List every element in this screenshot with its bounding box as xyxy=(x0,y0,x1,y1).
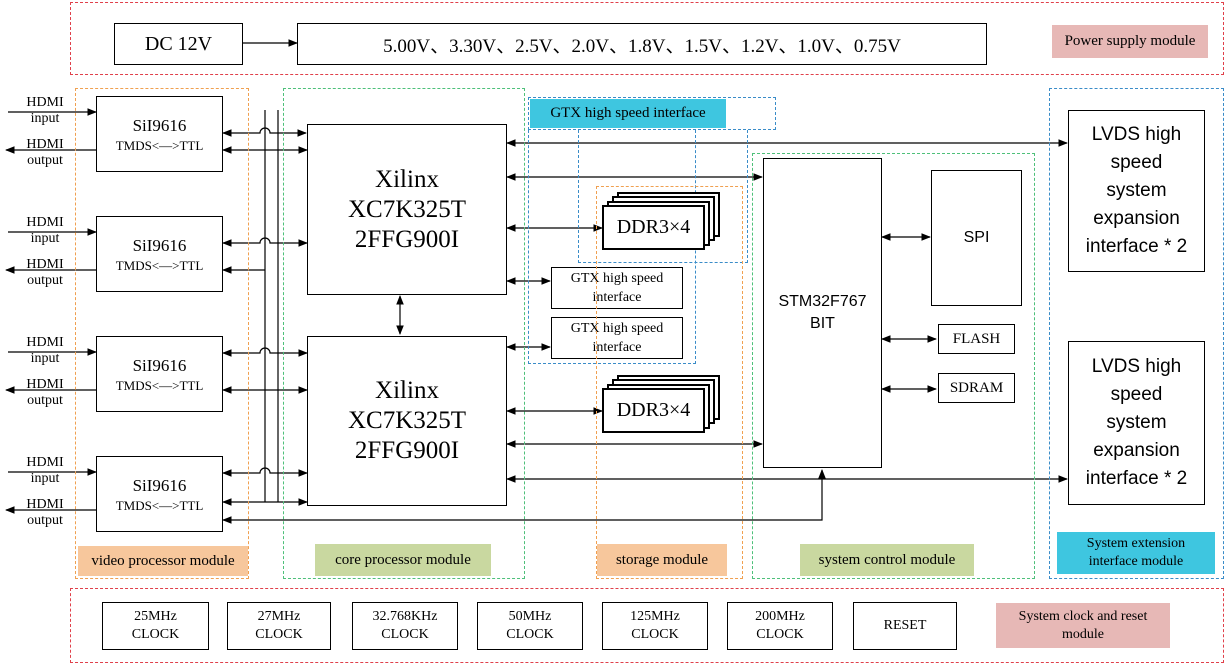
clock-27mhz: 27MHz CLOCK xyxy=(227,602,331,650)
power-supply-module xyxy=(70,2,1224,75)
fpga-chip-2: Xilinx XC7K325T 2FFG900I xyxy=(307,336,507,506)
voltage-outputs-label: 5.00V、3.30V、2.5V、2.0V、1.8V、1.5V、1.2V、1.0… xyxy=(383,35,901,57)
core-module-label: core processor module xyxy=(335,551,471,568)
mcu-label: STM32F767 BIT xyxy=(778,293,867,332)
clock-50mhz: 50MHz CLOCK xyxy=(477,602,583,650)
ddr3-front: DDR3×4 xyxy=(602,205,705,250)
mcu-chip: STM32F767 BIT xyxy=(763,158,882,468)
clock-125mhz: 125MHz CLOCK xyxy=(602,602,708,650)
hdmi-input-label-4: HDMI input xyxy=(26,455,64,486)
flash-box: FLASH xyxy=(938,324,1015,354)
power-module-label: Power supply module xyxy=(1064,33,1196,49)
sii9616-chip-3: SiI9616 TMDS<—>TTL xyxy=(96,336,223,412)
sii9616-sub: TMDS<—>TTL xyxy=(115,138,204,153)
clock-label: 50MHz CLOCK xyxy=(506,609,554,642)
core-processor-module xyxy=(283,88,525,579)
sii9616-chip-2: SiI9616 TMDS<—>TTL xyxy=(96,216,223,292)
gtx-interface-1: GTX high speed interface xyxy=(551,267,683,309)
system-extension-module xyxy=(1049,88,1224,579)
system-control-module xyxy=(752,153,1035,579)
gtx-region-1 xyxy=(578,130,748,263)
hdmi-input-label-1: HDMI input xyxy=(26,95,64,126)
gtx-header-tag: GTX high speed interface xyxy=(530,99,726,128)
clock-module-label: System clock and reset module xyxy=(1018,608,1148,642)
sii9616-sub: TMDS<—>TTL xyxy=(115,258,204,273)
clock-reset-module xyxy=(70,588,1224,663)
storage-module xyxy=(596,186,743,579)
clock-label: 125MHz CLOCK xyxy=(630,609,680,642)
hdmi-output-label-3: HDMI output xyxy=(26,377,64,408)
video-processor-module xyxy=(75,88,249,579)
sii9616-name: SiI9616 xyxy=(132,236,187,255)
ddr3-front: DDR3×4 xyxy=(602,388,705,433)
fpga-text: Xilinx XC7K325T 2FFG900I xyxy=(347,165,467,253)
voltage-outputs-box: 5.00V、3.30V、2.5V、2.0V、1.8V、1.5V、1.2V、1.0… xyxy=(297,23,987,65)
clock-module-tag: System clock and reset module xyxy=(996,603,1170,648)
clock-200mhz: 200MHz CLOCK xyxy=(727,602,833,650)
gtx-header-label: GTX high speed interface xyxy=(550,105,706,121)
clock-label: 25MHz CLOCK xyxy=(131,609,180,642)
spi-box: SPI xyxy=(931,170,1022,306)
dc-input-box: DC 12V xyxy=(114,23,243,65)
extension-module-label: System extension interface module xyxy=(1086,536,1186,569)
video-module-tag: video processor module xyxy=(78,546,248,576)
video-module-label: video processor module xyxy=(91,552,235,569)
ddr3-stack-1: DDR3×4 xyxy=(602,192,727,255)
core-module-tag: core processor module xyxy=(315,544,491,576)
flash-label: FLASH xyxy=(952,330,1001,347)
fpga-chip-1: Xilinx XC7K325T 2FFG900I xyxy=(307,124,507,295)
gtx-interface-label: GTX high speed interface xyxy=(570,321,664,355)
gtx-header-region xyxy=(528,97,776,130)
reset-box: RESET xyxy=(853,602,957,650)
ddr3-label: DDR3×4 xyxy=(616,216,691,238)
lvds-interface-2: LVDS high speed system expansion interfa… xyxy=(1068,341,1205,505)
sii9616-name: SiI9616 xyxy=(132,116,187,135)
sii9616-chip-1: SiI9616 TMDS<—>TTL xyxy=(96,96,223,172)
ddr3-label: DDR3×4 xyxy=(616,399,691,421)
control-module-tag: system control module xyxy=(800,544,974,576)
hdmi-output-label-4: HDMI output xyxy=(26,497,64,528)
hdmi-input-label-2: HDMI input xyxy=(26,215,64,246)
sii9616-name: SiI9616 xyxy=(132,476,187,495)
gtx-interface-2: GTX high speed interface xyxy=(551,317,683,359)
clock-25mhz: 25MHz CLOCK xyxy=(102,602,209,650)
control-module-label: system control module xyxy=(818,551,956,568)
extension-module-tag: System extension interface module xyxy=(1057,532,1215,574)
clock-label: 27MHz CLOCK xyxy=(255,609,303,642)
clock-label: 200MHz CLOCK xyxy=(755,609,805,642)
sdram-label: SDRAM xyxy=(949,379,1004,396)
ddr3-stack-2: DDR3×4 xyxy=(602,375,727,438)
lvds-interface-label: LVDS high speed system expansion interfa… xyxy=(1085,124,1188,257)
sdram-box: SDRAM xyxy=(938,373,1015,403)
reset-label: RESET xyxy=(883,618,927,633)
clock-32768khz: 32.768KHz CLOCK xyxy=(352,602,458,650)
dc-input-label: DC 12V xyxy=(144,32,213,55)
hdmi-output-label-1: HDMI output xyxy=(26,137,64,168)
hdmi-output-label-2: HDMI output xyxy=(26,257,64,288)
sii9616-name: SiI9616 xyxy=(132,356,187,375)
gtx-interface-label: GTX high speed interface xyxy=(570,271,664,305)
lvds-interface-label: LVDS high speed system expansion interfa… xyxy=(1085,356,1188,489)
storage-module-label: storage module xyxy=(615,551,709,568)
storage-module-tag: storage module xyxy=(597,544,727,576)
spi-label: SPI xyxy=(963,229,990,246)
sii9616-sub: TMDS<—>TTL xyxy=(115,378,204,393)
hdmi-input-label-3: HDMI input xyxy=(26,335,64,366)
lvds-interface-1: LVDS high speed system expansion interfa… xyxy=(1068,110,1205,272)
fpga-text: Xilinx XC7K325T 2FFG900I xyxy=(347,377,467,464)
sii9616-chip-4: SiI9616 TMDS<—>TTL xyxy=(96,456,223,532)
sii9616-sub: TMDS<—>TTL xyxy=(115,498,204,513)
clock-label: 32.768KHz CLOCK xyxy=(372,609,438,642)
power-module-tag: Power supply module xyxy=(1052,25,1208,58)
